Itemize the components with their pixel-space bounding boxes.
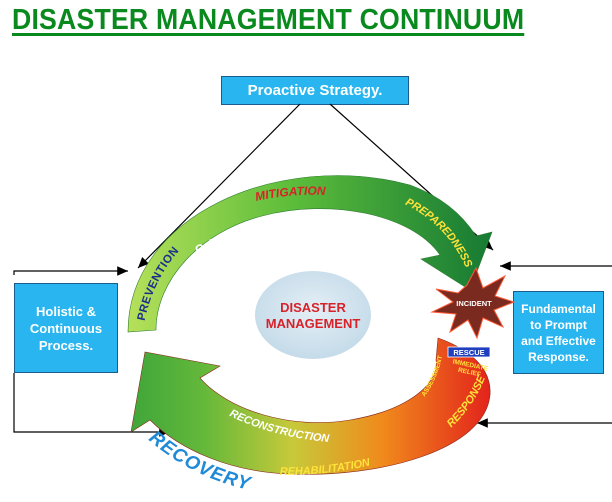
rescue-tag — [447, 346, 491, 358]
holistic-line-3: Process. — [38, 337, 94, 353]
rescue-label: RESCUE — [453, 348, 484, 357]
center-label-line-1: DISASTER — [280, 300, 346, 315]
incident-burst — [430, 266, 516, 340]
upper-arc-arrow — [127, 175, 493, 333]
connector-holistic-top — [13, 266, 128, 276]
proactive-strategy-box: Proactive Strategy. — [221, 76, 409, 105]
proactive-strategy-label: Proactive Strategy. — [247, 82, 383, 99]
connector-lines — [13, 103, 612, 437]
immediate-relief-line-2: RELIEF — [457, 367, 481, 379]
lower-arc-arrow — [130, 337, 491, 475]
holistic-line-1: Holistic & — [36, 303, 96, 319]
connector-proactive-left — [137, 103, 301, 269]
diagram-title: DISASTER MANAGEMENT CONTINUUM — [12, 4, 525, 36]
holistic-process-box: Holistic & Continuous Process. — [14, 283, 118, 373]
center-label-line-2: MANAGEMENT — [266, 316, 361, 331]
fundamental-line-3: and Effective — [521, 333, 596, 348]
center-ellipse — [255, 271, 371, 359]
fundamental-line-4: Response. — [528, 349, 589, 364]
fundamental-response-box: Fundamental to Prompt and Effective Resp… — [513, 291, 604, 374]
incident-label: INCIDENT — [456, 299, 492, 308]
fundamental-line-1: Fundamental — [521, 301, 596, 316]
holistic-line-2: Continuous — [29, 320, 103, 336]
connector-holistic-bottom — [13, 373, 170, 437]
fundamental-line-2: to Prompt — [530, 317, 587, 332]
